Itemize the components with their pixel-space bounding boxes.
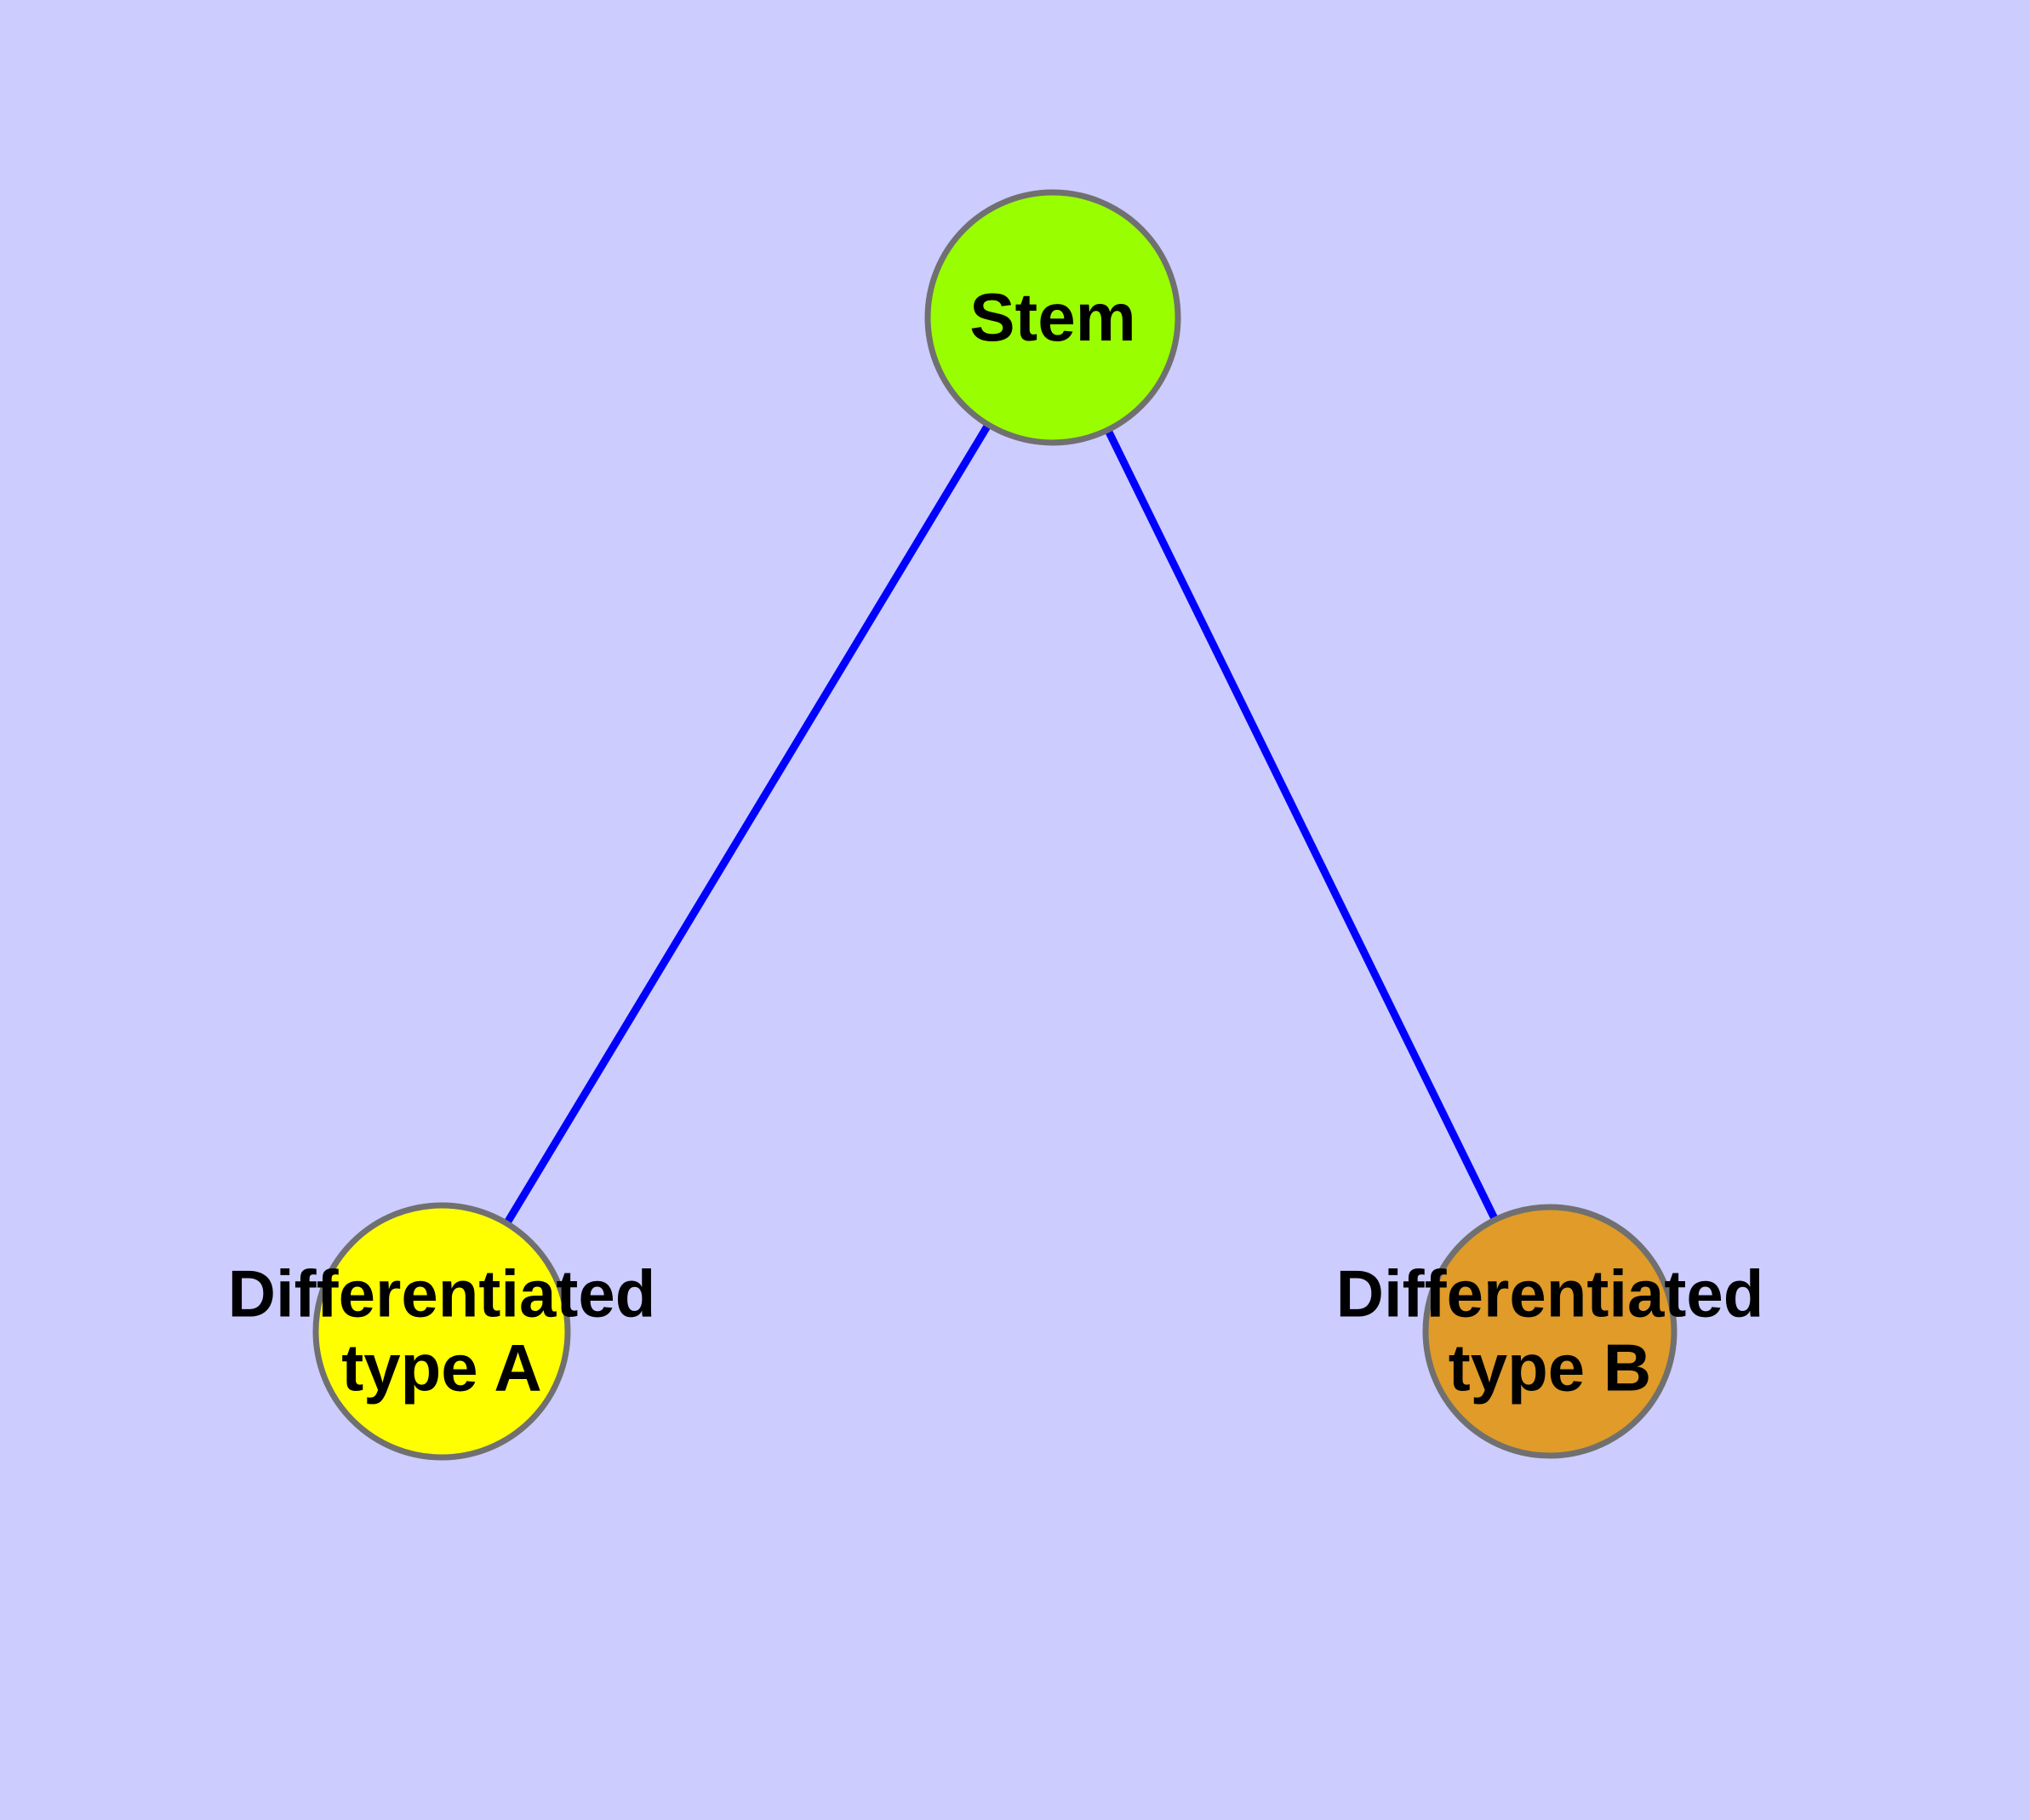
node-diff-a[interactable]: [312, 1202, 571, 1461]
edge-stem-to-diff-a[interactable]: [505, 425, 991, 1224]
node-layer: [312, 189, 1677, 1461]
edge-layer: [505, 425, 1498, 1224]
edge-stem-to-diff-b[interactable]: [1105, 430, 1498, 1220]
node-diff-b[interactable]: [1422, 1204, 1677, 1459]
node-stem[interactable]: [924, 189, 1181, 446]
